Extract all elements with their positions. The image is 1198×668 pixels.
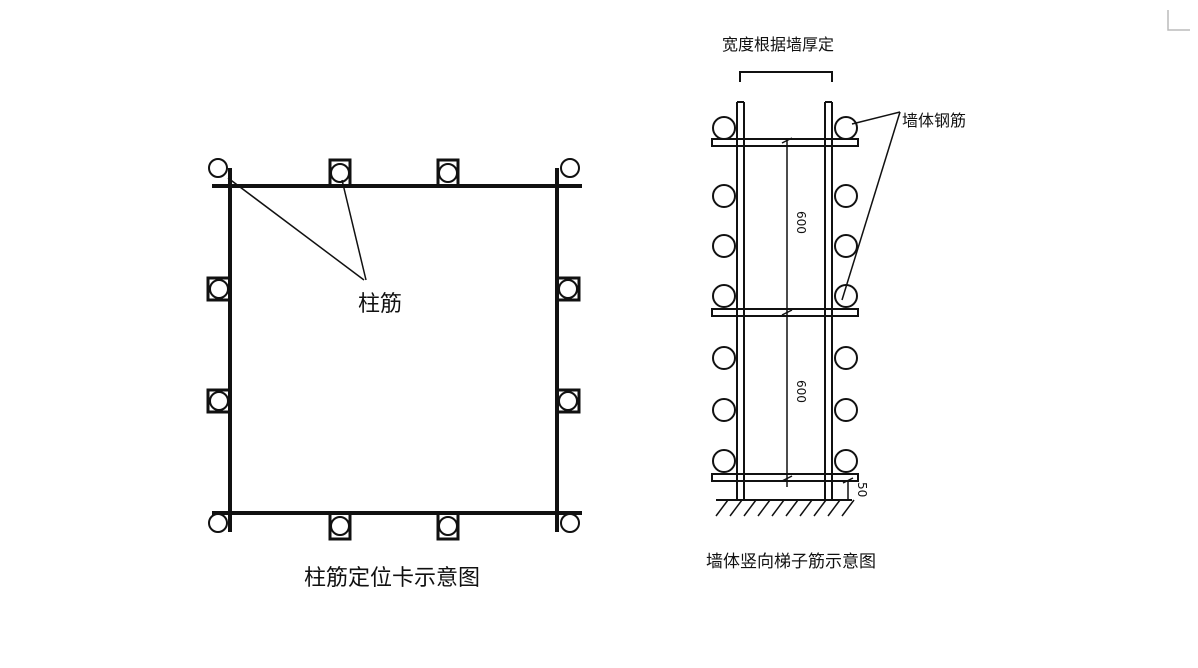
wall-rebar bbox=[712, 449, 736, 473]
ground-hatching bbox=[715, 499, 855, 517]
column-rebar bbox=[208, 158, 228, 178]
column-rebar-label: 柱筋 bbox=[358, 292, 402, 317]
column-rebar-clamp bbox=[206, 276, 232, 302]
ladder-rung bbox=[711, 138, 859, 147]
width-note: 宽度根据墙厚定 bbox=[722, 35, 834, 54]
wall-rebar bbox=[712, 116, 736, 140]
column-rebar-clamp bbox=[328, 158, 352, 188]
wall-rebar bbox=[712, 346, 736, 370]
ladder-rung bbox=[711, 308, 859, 317]
column-rebar-clamp bbox=[436, 511, 460, 541]
column-rebar-clamp bbox=[436, 158, 460, 188]
ladder-bar-diagram bbox=[711, 71, 901, 517]
wall-rebar bbox=[712, 184, 736, 208]
wall-rebar-label: 墙体钢筋 bbox=[902, 111, 966, 130]
column-rebar-clamp bbox=[206, 388, 232, 414]
column-rebar-clamp bbox=[555, 276, 581, 302]
ladder-rung bbox=[711, 473, 859, 482]
column-rebar bbox=[560, 513, 580, 533]
column-rebar bbox=[560, 158, 580, 178]
wall-rebar bbox=[834, 184, 858, 208]
leader-line bbox=[851, 111, 901, 125]
width-dimension-bracket bbox=[739, 71, 833, 82]
column-rebar-clamp bbox=[555, 388, 581, 414]
column-rebar-clamp bbox=[328, 511, 352, 541]
spacing-lower-label: 600 bbox=[794, 380, 808, 403]
left-diagram-caption: 柱筋定位卡示意图 bbox=[304, 566, 480, 591]
wall-rebar bbox=[834, 449, 858, 473]
leader-line bbox=[227, 177, 365, 281]
spacing-upper-label: 600 bbox=[794, 211, 808, 234]
corner-mark bbox=[1167, 10, 1190, 31]
column-positioning-card-diagram bbox=[206, 158, 582, 541]
wall-rebar bbox=[834, 398, 858, 422]
wall-rebar bbox=[834, 234, 858, 258]
wall-rebar bbox=[712, 234, 736, 258]
bottom-offset-label: 50 bbox=[855, 482, 869, 497]
column-rebar bbox=[208, 513, 228, 533]
wall-rebar bbox=[712, 398, 736, 422]
wall-rebar bbox=[712, 284, 736, 308]
wall-rebar bbox=[834, 346, 858, 370]
right-diagram-caption: 墙体竖向梯子筋示意图 bbox=[706, 552, 876, 572]
leader-line bbox=[341, 179, 367, 281]
wall-rebar bbox=[834, 116, 858, 140]
leader-line bbox=[841, 111, 901, 301]
